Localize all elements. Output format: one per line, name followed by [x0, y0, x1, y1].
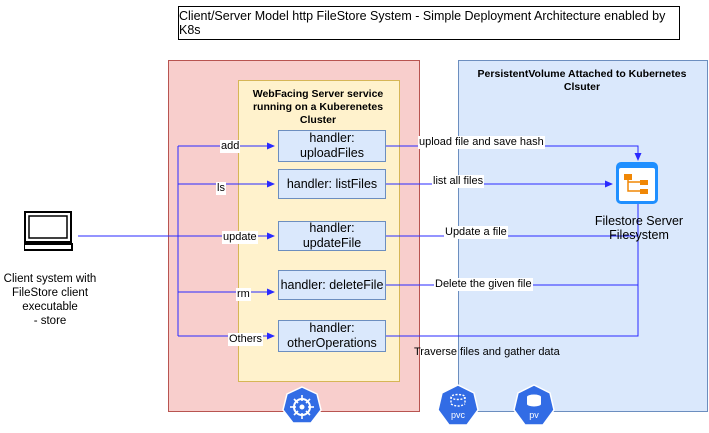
client-label-line4: - store: [33, 315, 67, 327]
filestore-label-line1: Filestore Server: [594, 214, 684, 228]
client-label-line1: Client system with: [3, 273, 97, 285]
filestore-label: Filestore Server Filesystem: [586, 214, 692, 242]
handler-list-files: handler: listFiles: [278, 169, 386, 199]
action-update: Update a file: [444, 226, 508, 239]
handler-update-file-text: handler: updateFile: [302, 221, 362, 250]
other-connector: [386, 204, 639, 337]
action-upload: upload file and save hash: [418, 136, 545, 149]
computer-icon: [24, 211, 73, 251]
command-ls: ls: [216, 182, 226, 195]
command-rm: rm: [236, 288, 251, 301]
handler-upload-files: handler:uploadFiles: [278, 130, 386, 162]
filestore-label-line2: Filesystem: [609, 228, 669, 242]
handler-other-operations: handler:otherOperations: [278, 320, 386, 352]
pvc-badge: pvc: [436, 384, 480, 428]
handler-delete-file: handler: deleteFile: [278, 270, 386, 300]
command-update: update: [222, 231, 258, 244]
handler-upload-files-line1: handler:: [309, 131, 355, 145]
pv-icon: [513, 384, 555, 426]
kubernetes-wheel-icon: [282, 386, 322, 424]
persistent-volume-title: PersistentVolume Attached to Kubernetes …: [477, 68, 687, 93]
command-others: Others: [228, 333, 264, 346]
pvc-icon: [437, 384, 479, 426]
client-label-line2: FileStore client: [11, 287, 89, 299]
webfacing-title: WebFacing Server service running on a Ku…: [252, 88, 384, 126]
handler-list-files-text: handler: listFiles: [286, 176, 378, 191]
pv-badge: pv: [512, 384, 556, 428]
handler-delete-file-text: handler: deleteFile: [280, 277, 384, 292]
action-traverse: Traverse files and gather data: [414, 346, 560, 358]
handler-upload-files-line2: uploadFiles: [300, 146, 364, 160]
handler-update-file: handler: updateFile: [278, 221, 386, 251]
client-label: Client system with FileStore client exec…: [0, 272, 100, 328]
action-delete: Delete the given file: [434, 278, 533, 291]
client-label-line3: executable: [22, 301, 78, 313]
command-add: add: [220, 140, 241, 153]
filesystem-icon: [616, 162, 658, 204]
diagram-title-text: Client/Server Model http FileStore Syste…: [179, 9, 666, 37]
handler-other-operations-line1: handler:: [309, 321, 355, 335]
diagram-title: Client/Server Model http FileStore Syste…: [178, 6, 680, 40]
handler-other-operations-line2: otherOperations: [287, 336, 377, 350]
action-list: list all files: [432, 175, 485, 188]
pv-label: pv: [529, 410, 539, 420]
pvc-label: pvc: [450, 410, 465, 420]
